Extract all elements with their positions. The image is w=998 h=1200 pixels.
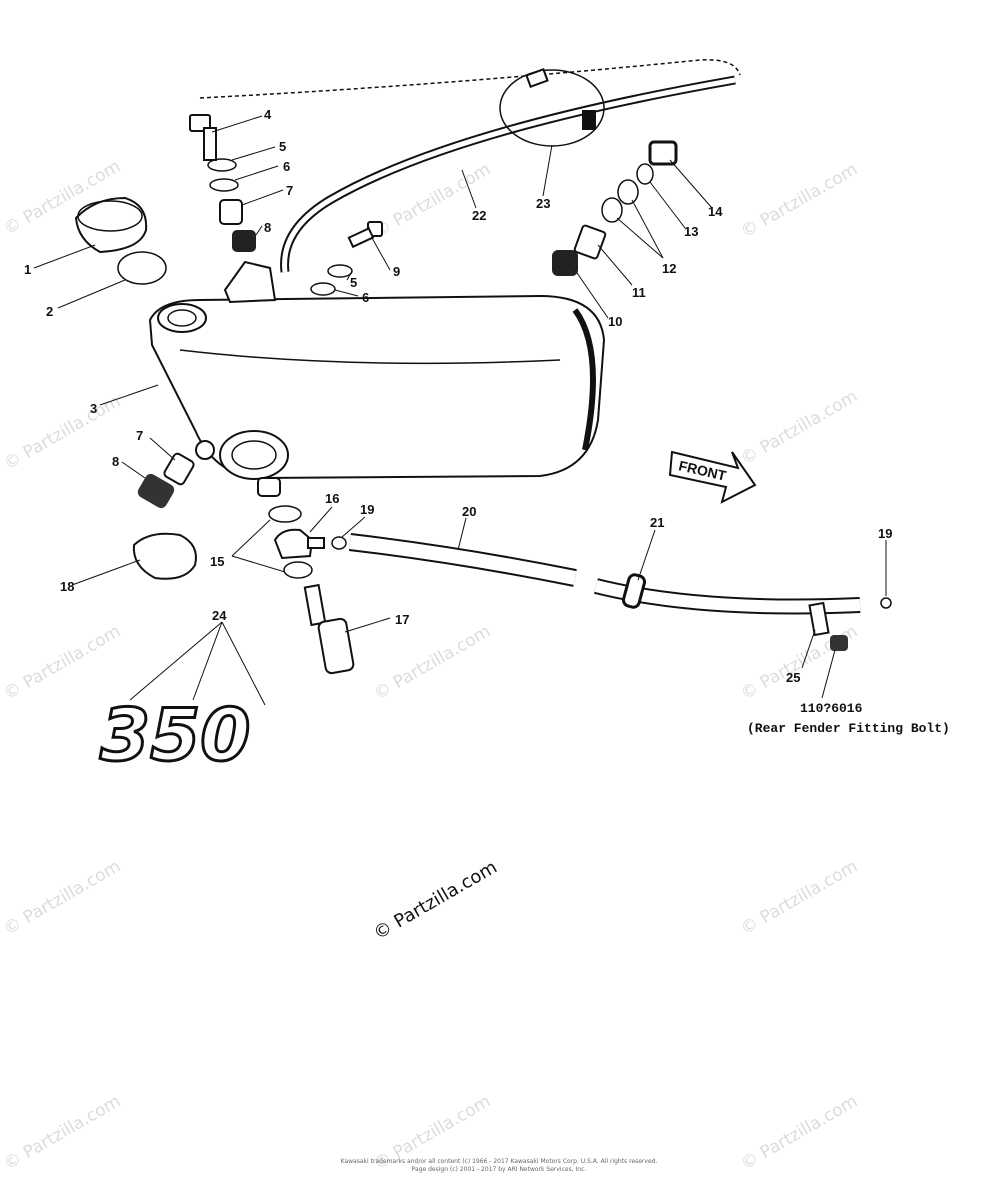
callout-5: 5 bbox=[350, 275, 357, 290]
cap-gasket bbox=[117, 251, 167, 285]
callout-6: 6 bbox=[362, 290, 369, 305]
tank-cap bbox=[74, 196, 148, 254]
callout-19: 19 bbox=[360, 502, 374, 517]
callout-2: 2 bbox=[46, 304, 53, 319]
callout-18: 18 bbox=[60, 579, 74, 594]
callout-1: 1 bbox=[24, 262, 31, 277]
seat-outline bbox=[199, 59, 741, 99]
callout-20: 20 bbox=[462, 504, 476, 519]
callout-8: 8 bbox=[264, 220, 271, 235]
upper-mount-hardware bbox=[189, 114, 256, 252]
callout-14: 14 bbox=[708, 204, 723, 219]
callout-25: 25 bbox=[786, 670, 800, 685]
callout-7: 7 bbox=[136, 428, 143, 443]
callout-17: 17 bbox=[395, 612, 409, 627]
callout-22: 22 bbox=[472, 208, 486, 223]
watermark-center: © Partzilla.com bbox=[370, 857, 501, 945]
callout-12: 12 bbox=[662, 261, 676, 276]
footer-copyright: Kawasaki trademarks and/or all content (… bbox=[340, 1158, 658, 1165]
callout-21: 21 bbox=[650, 515, 664, 530]
footer-design: Page design (c) 2001 - 2017 by ARI Netwo… bbox=[411, 1166, 587, 1173]
bolt-note: (Rear Fender Fitting Bolt) bbox=[747, 721, 950, 736]
callout-24: 24 bbox=[212, 608, 227, 623]
watermark: © Partzilla.com bbox=[738, 621, 862, 704]
bolt-part-number: 110?6016 bbox=[800, 701, 863, 716]
watermark: © Partzilla.com bbox=[738, 159, 862, 242]
watermark: © Partzilla.com bbox=[1, 856, 125, 939]
callout-labels: 1 2 3 4 5 6 7 8 9 5 6 7 8 10 11 12 13 14… bbox=[24, 107, 892, 685]
callout-8: 8 bbox=[112, 454, 119, 469]
oil-outlet-fitting bbox=[268, 505, 355, 675]
lower-left-hardware bbox=[132, 452, 197, 580]
side-bolt-hardware bbox=[310, 221, 383, 296]
leader-lines bbox=[33, 115, 887, 706]
callout-13: 13 bbox=[684, 224, 698, 239]
callout-16: 16 bbox=[325, 491, 339, 506]
callout-5: 5 bbox=[279, 139, 286, 154]
callout-3: 3 bbox=[90, 401, 97, 416]
callout-4: 4 bbox=[264, 107, 272, 122]
emblem-350: 350 bbox=[100, 693, 250, 777]
watermark: © Partzilla.com bbox=[371, 621, 495, 704]
callout-6: 6 bbox=[283, 159, 290, 174]
callout-7: 7 bbox=[286, 183, 293, 198]
callout-10: 10 bbox=[608, 314, 622, 329]
watermark: © Partzilla.com bbox=[1, 391, 125, 474]
watermark: © Partzilla.com bbox=[738, 386, 862, 469]
watermark: © Partzilla.com bbox=[1, 621, 125, 704]
callout-11: 11 bbox=[632, 285, 646, 300]
callout-9: 9 bbox=[393, 264, 400, 279]
oil-tank bbox=[148, 260, 606, 497]
watermark: © Partzilla.com bbox=[738, 856, 862, 939]
callout-19: 19 bbox=[878, 526, 892, 541]
right-mount-hardware bbox=[552, 140, 678, 276]
callout-15: 15 bbox=[210, 554, 224, 569]
callout-23: 23 bbox=[536, 196, 550, 211]
